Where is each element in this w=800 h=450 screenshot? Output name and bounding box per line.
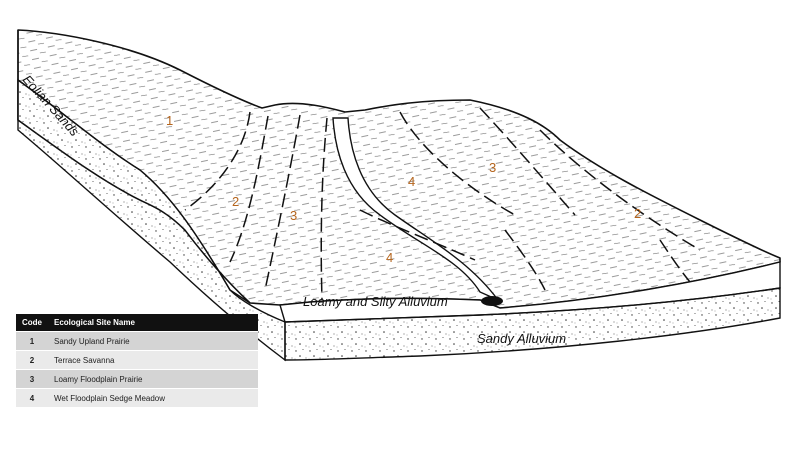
- legend-code: 2: [16, 350, 48, 370]
- site-label-2-right: 2: [634, 206, 641, 221]
- legend-header: Code Ecological Site Name: [16, 314, 258, 332]
- layer-label-sandy: Sandy Alluvium: [477, 331, 566, 346]
- legend-row: 1 Sandy Upland Prairie: [16, 331, 258, 351]
- site-label-4-lower: 4: [386, 250, 393, 265]
- legend-site-name: Loamy Floodplain Prairie: [48, 369, 258, 389]
- legend-row: 4 Wet Floodplain Sedge Meadow: [16, 388, 258, 407]
- legend-code: 3: [16, 369, 48, 389]
- site-boundaries: [184, 107, 701, 301]
- legend-site-name: Sandy Upland Prairie: [48, 331, 258, 351]
- site-label-3-right: 3: [489, 160, 496, 175]
- site-label-2-left: 2: [232, 194, 239, 209]
- front-face-sandy: [284, 287, 781, 361]
- legend-site-name: Wet Floodplain Sedge Meadow: [48, 388, 258, 407]
- site-label-3-left: 3: [290, 208, 297, 223]
- legend-code: 1: [16, 331, 48, 351]
- legend-row: 2 Terrace Savanna: [16, 350, 258, 370]
- site-label-4-upper: 4: [408, 174, 415, 189]
- stream-mouth: [481, 296, 503, 306]
- legend-row: 3 Loamy Floodplain Prairie: [16, 369, 258, 389]
- legend-code: 4: [16, 388, 48, 407]
- layer-label-loamy: Loamy and Silty Alluvium: [303, 294, 448, 309]
- legend-header-name: Ecological Site Name: [48, 314, 258, 332]
- legend-table: Code Ecological Site Name 1 Sandy Upland…: [16, 314, 258, 407]
- left-face-sand: [17, 78, 286, 362]
- legend-site-name: Terrace Savanna: [48, 350, 258, 370]
- legend-header-code: Code: [16, 314, 48, 332]
- site-label-1: 1: [166, 113, 173, 128]
